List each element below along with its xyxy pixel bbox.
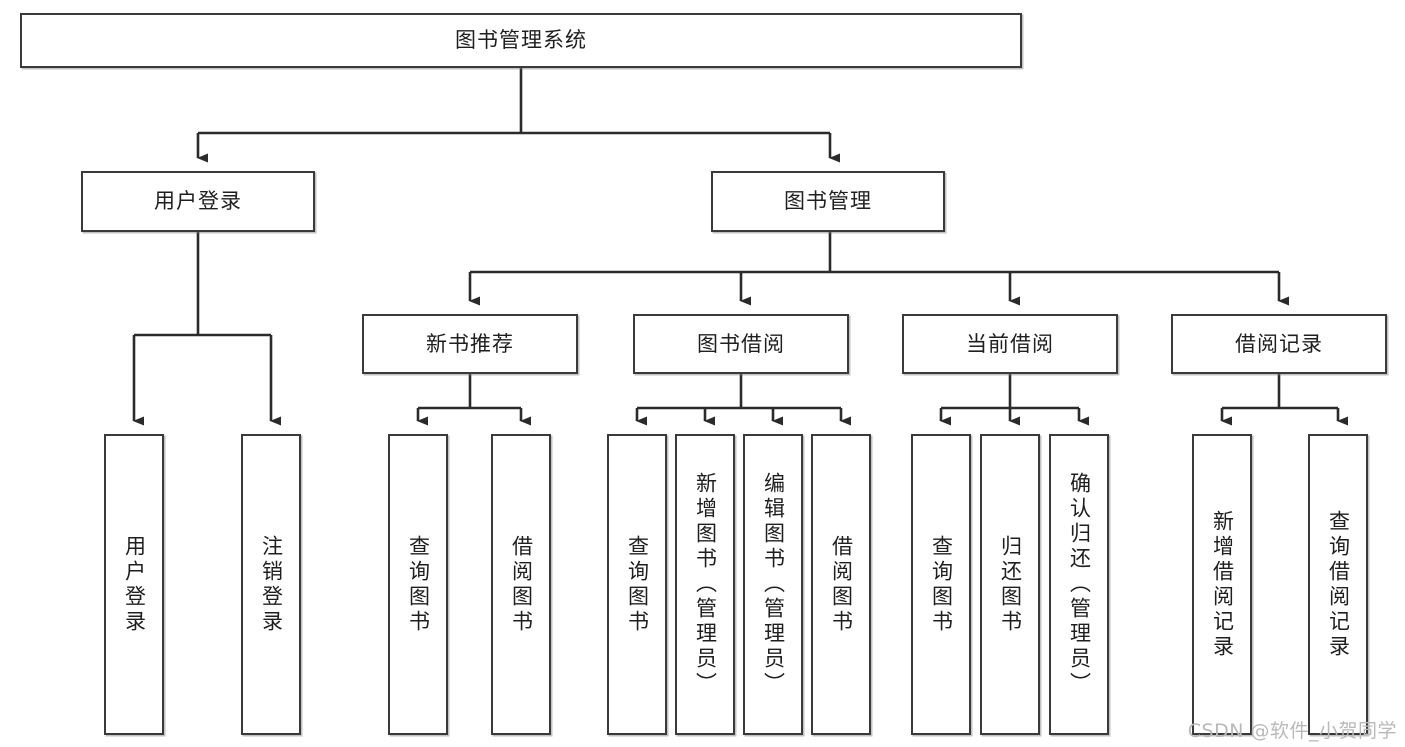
node-book-borrow[interactable]: 图书借阅 [633,314,849,374]
node-leaf-query-book-borrow[interactable]: 查询图书 [607,434,667,735]
node-leaf-add-borrow-record[interactable]: 新增借阅记录 [1192,434,1252,735]
node-label: 新增借阅记录 [1210,509,1235,660]
node-label: 借阅记录 [1235,331,1323,356]
node-label: 查询图书 [929,534,954,635]
node-label: 编辑图书（管理员） [761,472,786,697]
node-label: 用户登录 [154,189,242,214]
node-leaf-query-book-new[interactable]: 查询图书 [388,434,448,735]
node-leaf-return-book[interactable]: 归还图书 [980,434,1040,735]
node-leaf-edit-book-admin[interactable]: 编辑图书（管理员） [743,434,803,735]
node-book-management[interactable]: 图书管理 [711,171,945,232]
node-user-login[interactable]: 用户登录 [81,171,315,232]
node-label: 确认归还（管理员） [1067,472,1092,697]
node-leaf-query-book-current[interactable]: 查询图书 [911,434,971,735]
node-label: 新书推荐 [426,331,514,356]
node-label: 归还图书 [998,534,1023,635]
node-leaf-logout[interactable]: 注销登录 [241,434,301,735]
node-label: 查询图书 [625,534,650,635]
node-label: 新增图书（管理员） [693,472,718,697]
node-label: 图书管理 [784,189,872,214]
node-leaf-add-book-admin[interactable]: 新增图书（管理员） [675,434,735,735]
node-label: 图书管理系统 [455,28,587,53]
node-leaf-confirm-return-admin[interactable]: 确认归还（管理员） [1049,434,1109,735]
node-label: 当前借阅 [966,331,1054,356]
node-leaf-borrow-book[interactable]: 借阅图书 [811,434,871,735]
node-borrow-record[interactable]: 借阅记录 [1171,314,1387,374]
node-label: 查询图书 [406,534,431,635]
node-leaf-user-login[interactable]: 用户登录 [104,434,164,735]
node-label: 查询借阅记录 [1326,509,1351,660]
node-label: 借阅图书 [509,534,534,635]
node-label: 图书借阅 [697,331,785,356]
node-label: 注销登录 [259,534,284,635]
node-label: 用户登录 [122,534,147,635]
node-leaf-borrow-book-new[interactable]: 借阅图书 [491,434,551,735]
node-new-book-recommend[interactable]: 新书推荐 [362,314,578,374]
node-leaf-query-borrow-record[interactable]: 查询借阅记录 [1308,434,1368,735]
node-label: 借阅图书 [829,534,854,635]
node-current-borrow[interactable]: 当前借阅 [902,314,1118,374]
node-root-book-management-system[interactable]: 图书管理系统 [20,13,1022,68]
